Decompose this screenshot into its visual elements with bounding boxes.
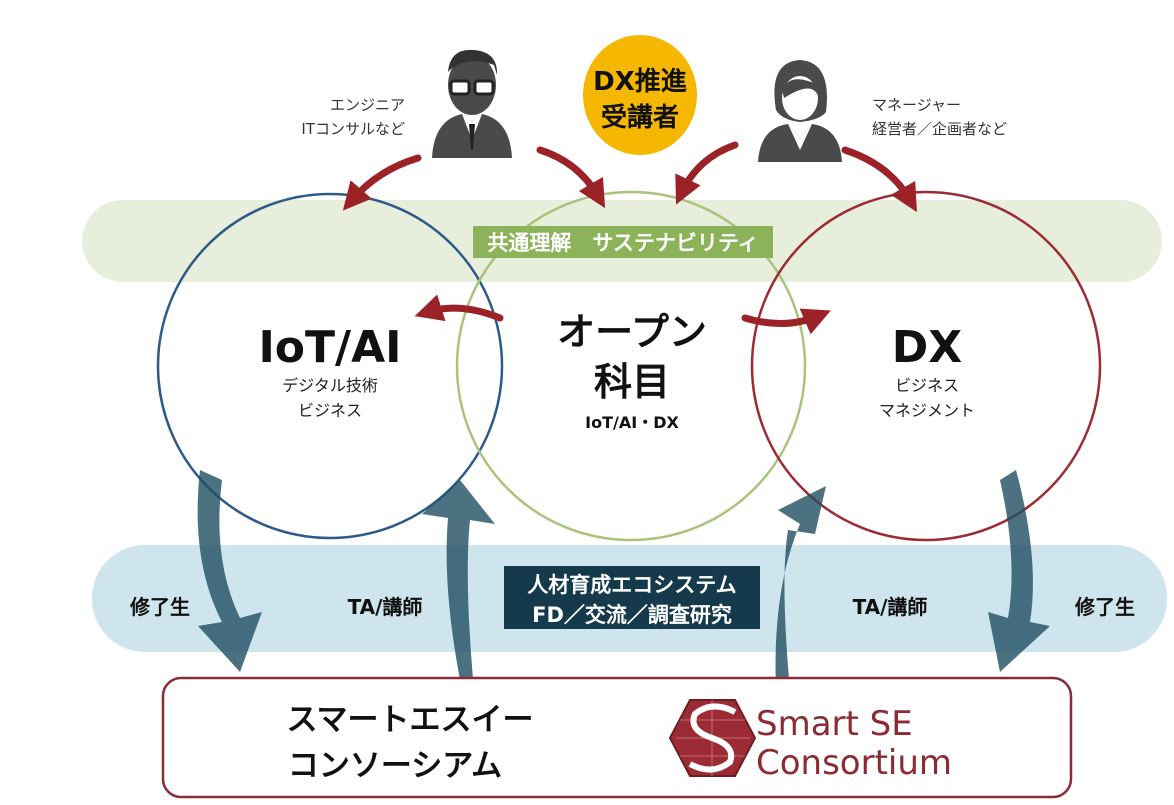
consortium-name1: スマートエスイー xyxy=(286,702,533,738)
arrow-manager-to-open xyxy=(675,141,739,205)
open-course-title2: 科目 xyxy=(594,360,670,404)
engineer-label: エンジニア xyxy=(330,96,405,114)
open-course-circle xyxy=(455,190,807,542)
dx-sub2: マネジメント xyxy=(879,401,975,420)
iot-ai-sub1: デジタル技術 xyxy=(282,376,378,395)
ta-right-label: TA/講師 xyxy=(853,595,928,619)
open-course-sub: IoT/AI・DX xyxy=(585,413,679,432)
executive-label: 経営者／企画者など xyxy=(872,120,1007,138)
ta-left-label: TA/講師 xyxy=(348,595,423,619)
iot-ai-circle xyxy=(156,192,504,540)
graduate-left-label: 修了生 xyxy=(129,595,190,619)
arrow-ta-right xyxy=(775,486,826,690)
logo-text-line1: Smart SE xyxy=(756,704,913,744)
logo-text-line2: Consortium xyxy=(756,743,952,783)
top-band-label: 共通理解 サステナビリティ xyxy=(487,231,758,255)
arrow-manager-to-dx xyxy=(841,146,917,213)
ecosystem-label-box xyxy=(504,566,760,629)
iot-ai-sub2: ビジネス xyxy=(298,401,362,420)
arrow-graduate-left xyxy=(197,470,262,672)
arrow-graduate-right xyxy=(988,470,1050,672)
smart-se-logo-icon xyxy=(668,699,757,777)
arrow-ta-left xyxy=(422,480,495,690)
dx-circle xyxy=(750,190,1102,542)
woman-icon xyxy=(758,60,842,162)
it-consultant-label: ITコンサルなど xyxy=(301,120,405,138)
arrow-engineer-to-open xyxy=(536,146,606,209)
man-with-glasses-icon xyxy=(432,49,512,158)
iot-ai-title: IoT/AI xyxy=(258,322,401,373)
top-band-label-box xyxy=(473,226,773,258)
dx-sub1: ビジネス xyxy=(895,376,959,395)
dx-learner-line2: 受講者 xyxy=(601,102,679,133)
consortium-box xyxy=(161,676,1073,799)
open-course-title1: オープン xyxy=(557,310,707,354)
manager-label: マネージャー xyxy=(872,96,961,114)
consortium-name2: コンソーシアム xyxy=(288,748,502,784)
arrow-engineer-to-iot xyxy=(342,154,422,211)
arrow-open-to-dx xyxy=(741,308,831,335)
dx-learner-badge xyxy=(583,35,697,155)
arrow-open-to-iot xyxy=(414,294,504,322)
ecosystem-label1: 人材育成エコシステム xyxy=(527,573,736,597)
dx-title: DX xyxy=(892,322,963,373)
ecosystem-label2: FD／交流／調査研究 xyxy=(532,603,732,627)
graduate-right-label: 修了生 xyxy=(1074,595,1135,619)
dx-learner-line1: DX推進 xyxy=(593,67,687,97)
